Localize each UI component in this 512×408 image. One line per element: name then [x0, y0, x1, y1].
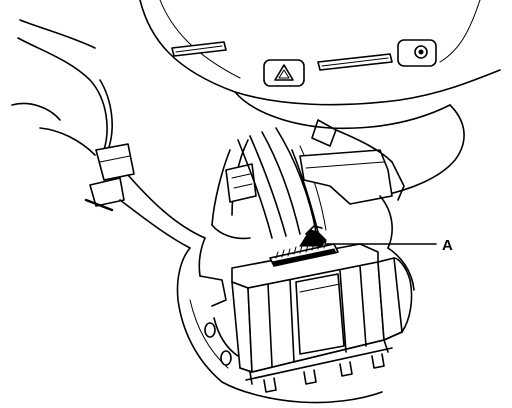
dashboard-panel [139, 0, 501, 197]
connector-a [269, 225, 339, 267]
control-module [231, 243, 415, 393]
lower-housing [176, 237, 383, 404]
hazard-switch [263, 59, 305, 87]
mounting-bracket [299, 119, 405, 249]
callout-a: A [325, 237, 453, 254]
dash-knob-button [397, 39, 437, 67]
left-trim-panel [11, 19, 206, 249]
column-shroud [211, 139, 257, 240]
dash-vent-slot-left [171, 41, 227, 57]
callout-a-label: A [442, 237, 453, 254]
dash-center-slot [317, 53, 393, 71]
